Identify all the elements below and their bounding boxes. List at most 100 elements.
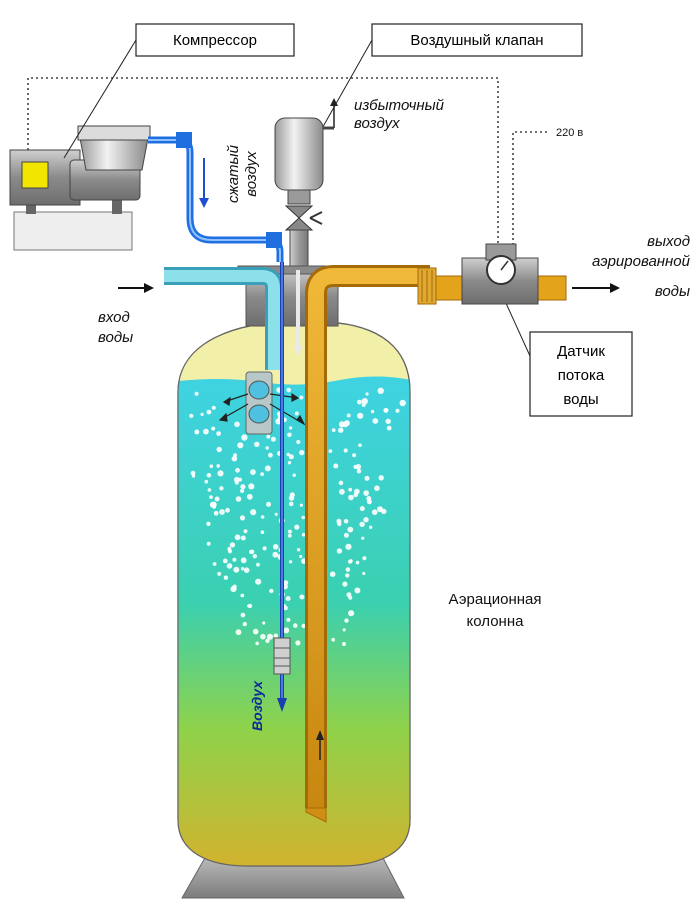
air-bubble [189, 413, 194, 418]
compressed-air-label-1: сжатый [225, 144, 242, 203]
air-bubble [190, 470, 196, 476]
air-bubble [374, 485, 380, 492]
distributor-head [218, 371, 306, 435]
air-bubble [233, 476, 240, 483]
air-bubble [227, 549, 233, 554]
air-bubble [359, 506, 365, 512]
air-bubble [354, 587, 361, 594]
air-bubble [358, 443, 362, 448]
air-bubble [301, 623, 306, 629]
water-outlet-riser [305, 265, 430, 823]
indicator-light-icon [21, 161, 49, 189]
air-bubble [272, 551, 279, 558]
air-bubble [268, 452, 273, 458]
water-out-label-3: воды [655, 283, 690, 300]
air-bubble [260, 530, 265, 534]
air-bubble [348, 595, 353, 600]
air-bubble [231, 455, 238, 462]
air-bubble [395, 408, 400, 413]
air-bubble [213, 510, 219, 516]
air-bubble [286, 452, 290, 457]
air-bubble [338, 480, 344, 486]
air-bubble [274, 512, 278, 516]
air-bubble [286, 617, 291, 622]
air-bubble [336, 548, 343, 554]
air-bubble [355, 464, 362, 470]
air-bubble [256, 562, 260, 567]
air-bubble [216, 431, 222, 436]
air-bubble [247, 603, 253, 609]
arrow-up-icon [322, 98, 338, 130]
air-bubble [286, 387, 292, 393]
column-label-1: Аэрационная [448, 591, 541, 608]
air-bubble [242, 621, 247, 627]
air-bubble [269, 588, 274, 594]
air-bubble [331, 428, 336, 432]
air-bubble [295, 640, 301, 646]
air-bubble [229, 542, 236, 548]
air-bubble [238, 477, 242, 482]
air-bubble [301, 515, 306, 520]
air-valve [274, 117, 324, 271]
air-bubble [232, 584, 237, 589]
air-bubble [200, 412, 204, 416]
air-bubble [240, 612, 246, 618]
air-bubble [266, 434, 271, 439]
air-bubble [240, 488, 245, 493]
dotted-wire-compressor-sensor [27, 77, 499, 245]
compressor [9, 125, 151, 251]
arrow-right-icon [572, 283, 620, 293]
air-bubble [283, 627, 290, 634]
air-bubble [260, 633, 266, 640]
air-bubble [381, 508, 387, 515]
air-bubble [399, 399, 406, 407]
air-bubble [206, 409, 212, 415]
air-bubble [371, 509, 378, 515]
air-bubble [342, 628, 346, 632]
air-bubble [348, 487, 353, 492]
air-bubble [260, 472, 264, 476]
air-bubble [255, 641, 259, 646]
air-bubble [206, 521, 211, 526]
air-bubble [223, 575, 229, 580]
air-bubble [299, 503, 303, 507]
air-bubble [328, 449, 333, 453]
air-bubble [233, 453, 238, 458]
air-bubble [299, 395, 304, 400]
air-bubble [226, 563, 233, 569]
air-bubble [270, 436, 276, 442]
air-bubble [352, 453, 357, 458]
air-bubble [339, 488, 345, 495]
compressed-air-label-2: воздух [243, 151, 260, 197]
air-bubble [345, 573, 350, 578]
air-bubble [222, 558, 228, 564]
air-bubble [292, 473, 296, 477]
air-bubble [353, 492, 359, 498]
air-bubble [361, 398, 368, 405]
air-bubble [359, 521, 365, 527]
air-bubble [288, 454, 294, 460]
air-bubble [266, 501, 271, 507]
air-bubble [377, 387, 384, 394]
air-bubble [296, 548, 301, 552]
air-bubble [343, 519, 349, 524]
air-bubble [337, 521, 342, 527]
air-bubble [241, 434, 248, 441]
air-bubble [364, 475, 370, 481]
air-bubble [348, 610, 355, 617]
excess-air-label-1: избыточный [354, 97, 445, 114]
air-bubble [240, 557, 247, 564]
air-bubble [219, 486, 224, 491]
air-text: Воздух [249, 680, 265, 731]
air-bubble [264, 465, 271, 472]
aeration-tank [177, 321, 411, 867]
air-bubble [248, 483, 255, 490]
air-bubble [386, 425, 392, 431]
water-outlet-pipe [417, 267, 567, 305]
air-bubble [239, 515, 246, 521]
compressed-air-text: сжатый воздух [225, 144, 260, 203]
air-bubble [355, 560, 360, 565]
air-bubble [267, 633, 273, 640]
air-bubble [283, 580, 289, 586]
